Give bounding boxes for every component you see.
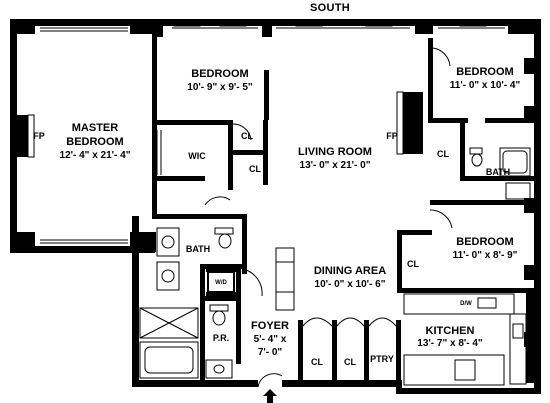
living-room-dims: 13'- 0" x 21'- 0"	[299, 160, 371, 171]
master-bedroom-name-line2: BEDROOM	[66, 136, 124, 148]
wall-bedroom1-bottom	[152, 120, 232, 125]
bath-2-label: BATH	[485, 167, 511, 177]
wall-kitchen-bottom	[398, 388, 540, 394]
fireplace-master	[10, 115, 28, 157]
closet-bedroom2-label: CL	[437, 149, 449, 159]
wall-bath-left	[132, 216, 139, 386]
wall-top	[10, 19, 540, 26]
master-bedroom-name-line1: MASTER	[71, 122, 119, 134]
fireplace-living	[403, 92, 423, 154]
kitchen-name: KITCHEN	[425, 325, 475, 337]
wall-step	[396, 380, 402, 394]
closet-foyer-1-label: CL	[311, 357, 323, 367]
foyer-dims-line2: 7'- 0"	[257, 347, 283, 358]
foyer-dims-line1: 5'- 4" x	[253, 334, 287, 345]
dishwasher-label: D/W	[460, 301, 472, 307]
bedroom-3-name: BEDROOM	[456, 236, 514, 248]
pantry-label: PTRY	[370, 354, 394, 364]
wall-bedroom1-right	[264, 70, 269, 120]
closet-bedroom3-label: CL	[407, 259, 419, 269]
wall-master-bottom	[10, 246, 155, 253]
washer-dryer-label: W/D	[215, 280, 227, 286]
wall-cl-right	[228, 120, 233, 190]
living-room-name: LIVING ROOM	[298, 146, 372, 158]
bath-1-label: BATH	[185, 244, 211, 254]
closet-foyer-2-label: CL	[344, 357, 356, 367]
closet-bedroom1-b-label: CL	[249, 164, 261, 174]
wall-foyer-bottom-left	[248, 380, 258, 387]
wall-wic-bottom	[155, 176, 205, 181]
powder-room-label: P.R.	[212, 333, 230, 343]
wall-bottom-left	[132, 380, 256, 387]
wall-foyer-bottom-right	[282, 380, 402, 387]
orientation-label: SOUTH	[310, 2, 350, 14]
bedroom-3-dims: 11'- 0" x 8'- 9"	[452, 250, 518, 261]
bedroom-1-dims: 10'- 9" x 9'- 5"	[187, 82, 253, 93]
fireplace-living-label: FP	[386, 131, 398, 141]
wall-cl-right2	[263, 120, 268, 185]
fireplace-master-label: FP	[33, 131, 45, 141]
bedroom-2-dims: 11'- 0" x 10'- 4"	[449, 80, 521, 91]
wall-bath1-right	[242, 214, 247, 274]
master-bedroom-dims: 12'- 4" x 21'- 4"	[59, 150, 131, 161]
bedroom-2-name: BEDROOM	[456, 66, 514, 78]
wic-label: WIC	[188, 151, 206, 161]
wall-bath1-top	[152, 214, 247, 219]
wall-cl-mid	[232, 150, 268, 155]
closet-bedroom1-a-label: CL	[241, 131, 253, 141]
dining-area-name: DINING AREA	[313, 265, 387, 277]
kitchen-dims: 13'- 7" x 8'- 4"	[417, 338, 483, 349]
bedroom-1-name: BEDROOM	[191, 68, 249, 80]
entry-arrow-icon	[263, 389, 277, 403]
dining-area-dims: 10'- 0" x 10'- 6"	[314, 279, 386, 290]
foyer-name: FOYER	[251, 320, 289, 332]
